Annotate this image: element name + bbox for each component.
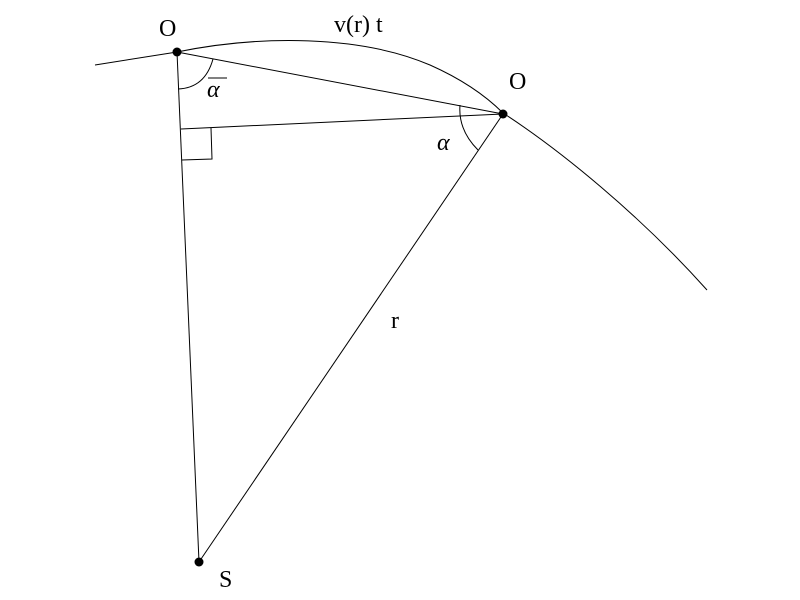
point-dot-top-left — [172, 47, 182, 57]
point-dot-right — [498, 109, 508, 119]
label-point-right: O — [509, 69, 526, 95]
point-dot-bottom — [194, 557, 204, 567]
radius-line-right — [198, 113, 504, 563]
chord-line — [176, 51, 504, 115]
label-arc: v(r) t — [334, 12, 383, 38]
label-radius: r — [391, 308, 399, 334]
label-angle-right: α — [437, 130, 450, 156]
label-point-bottom: S — [219, 567, 232, 593]
label-angle-top-left: α — [207, 77, 220, 103]
perpendicular-line — [180, 113, 504, 130]
orbit-curve — [94, 40, 708, 291]
angle-arc-top-left — [177, 58, 214, 90]
right-angle-marker — [181, 127, 213, 161]
radius-line-left — [176, 51, 200, 563]
angle-arc-right — [459, 104, 479, 151]
label-point-top-left: O — [159, 16, 176, 42]
